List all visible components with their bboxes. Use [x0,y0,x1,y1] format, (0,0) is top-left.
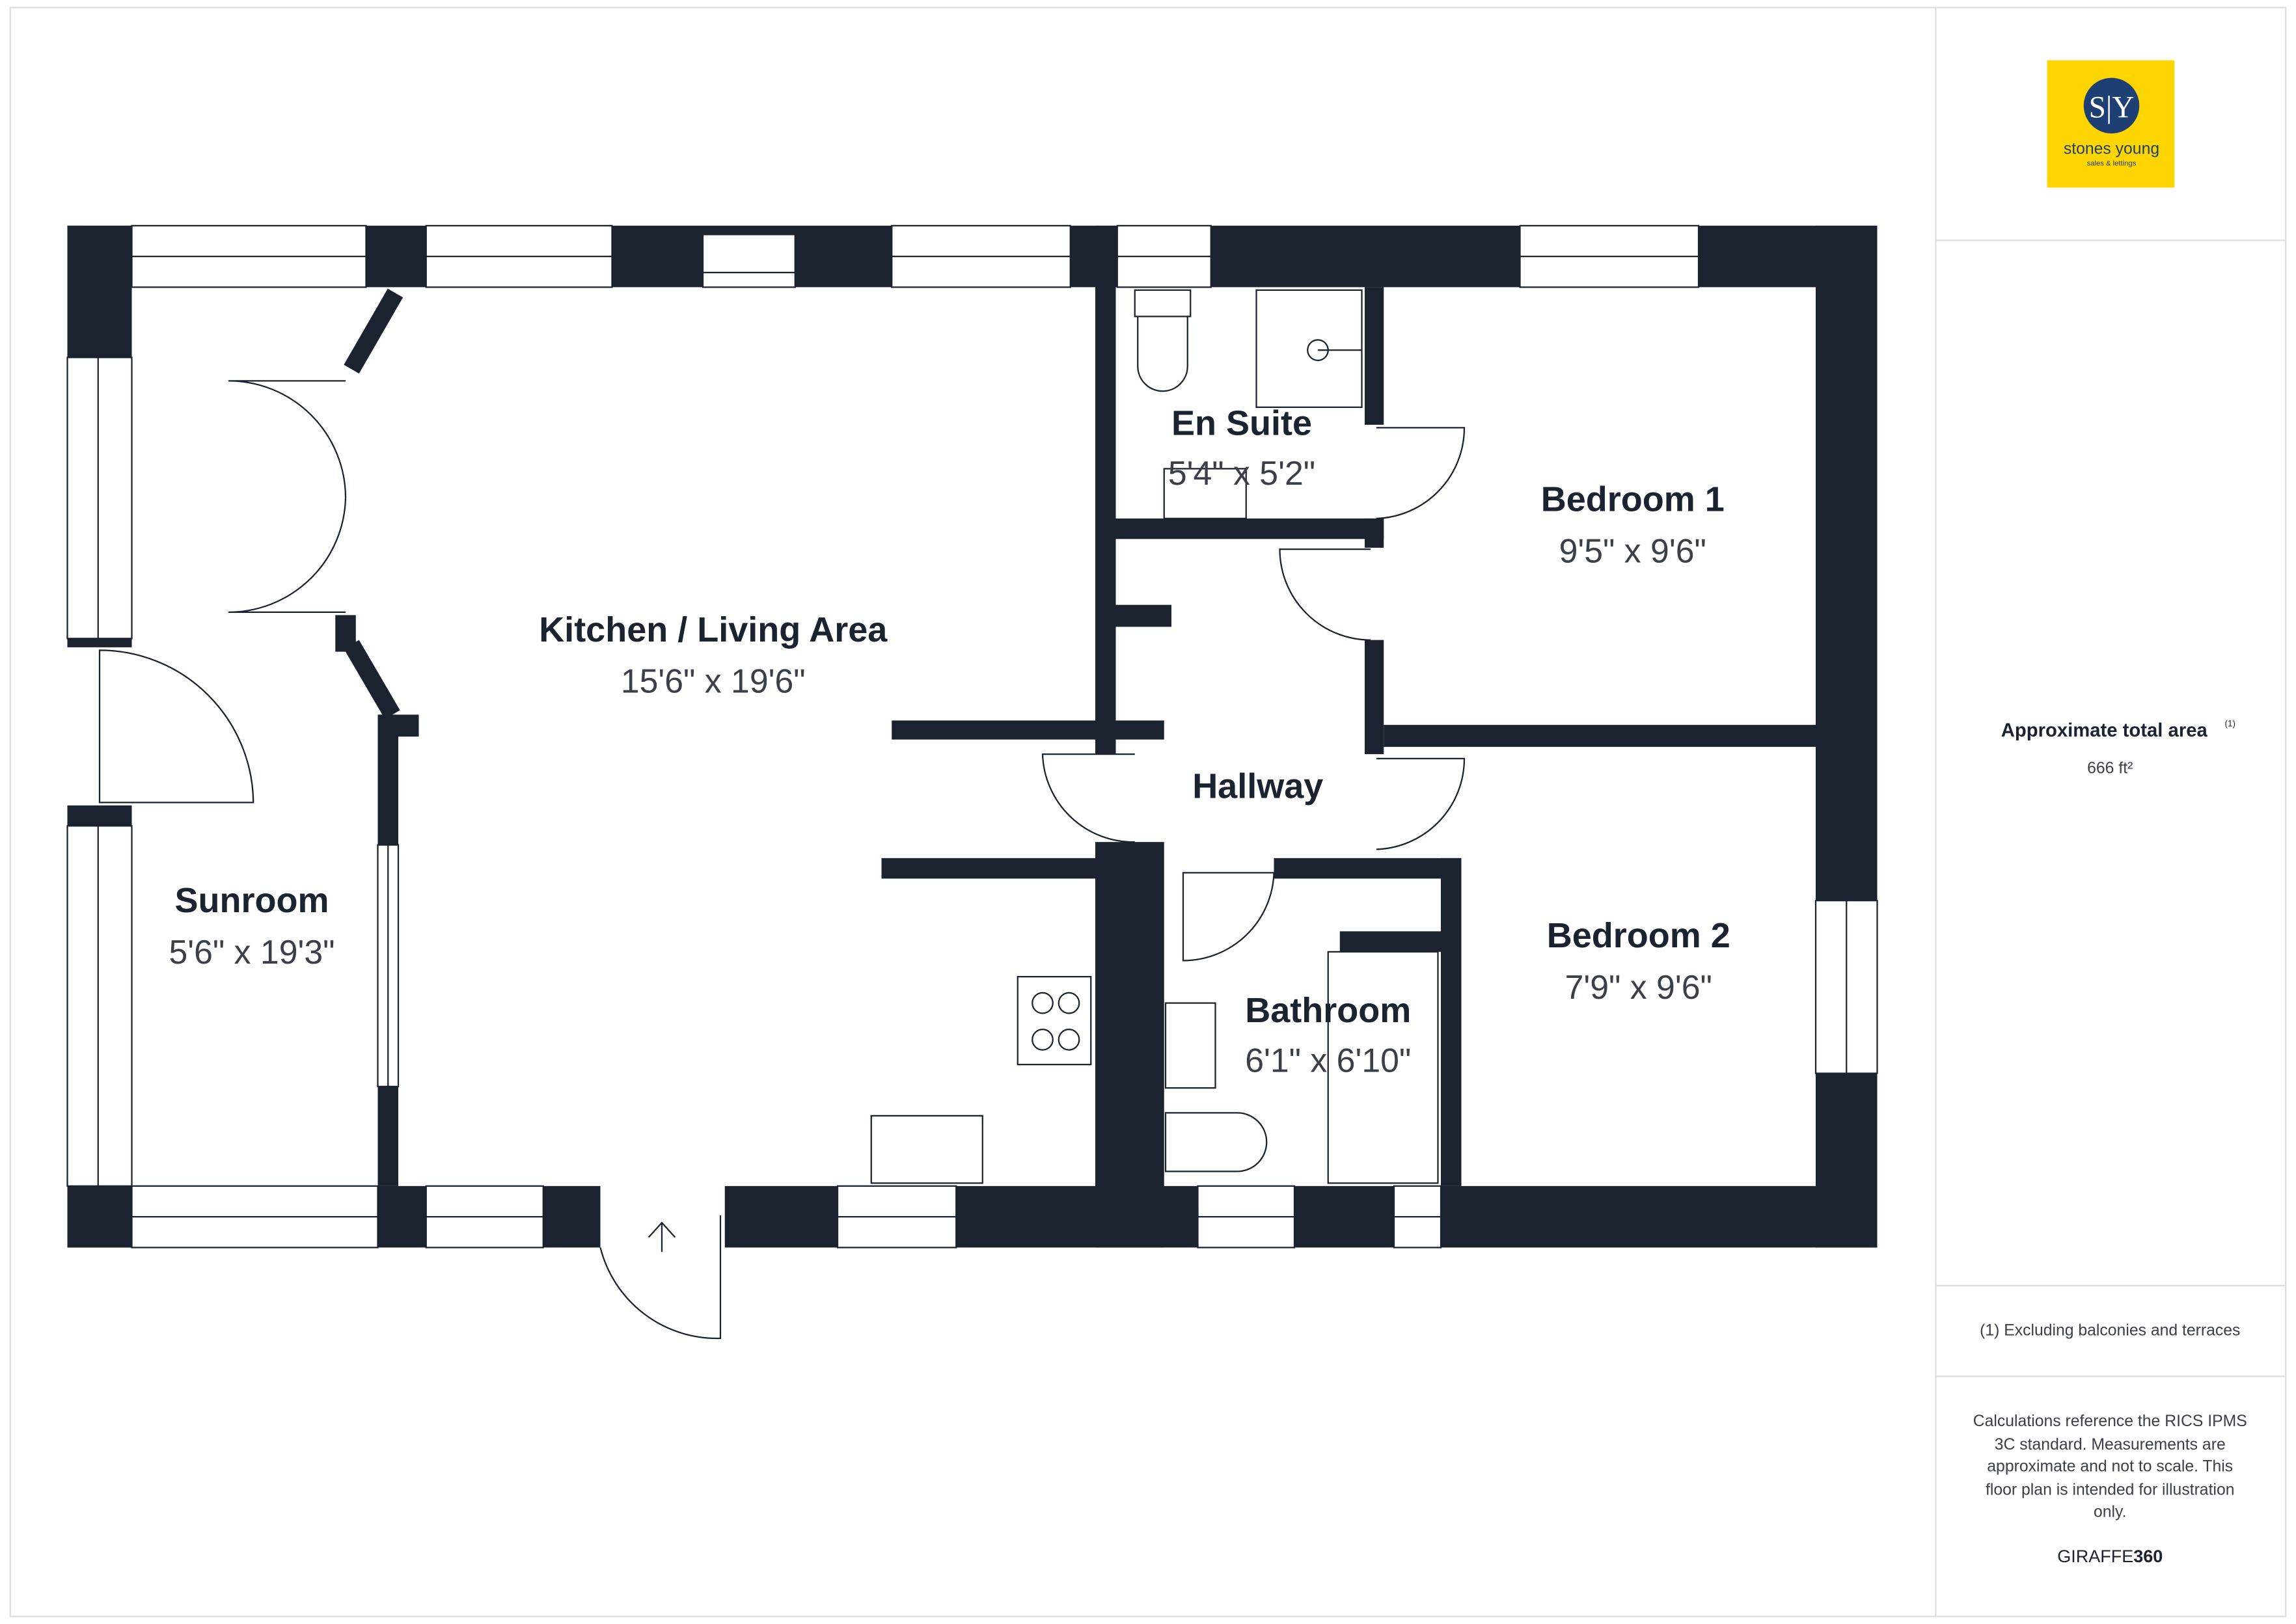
area-value: 666 ft² [2087,759,2133,777]
credit-number: 360 [2133,1547,2163,1566]
room-name: Bedroom 1 [1541,480,1725,519]
area-label: Approximate total area [2001,720,2208,741]
logo-tagline: sales & lettings [2087,160,2137,168]
room-name: En Suite [1171,404,1312,443]
area-footnote-ref: (1) [2225,718,2236,728]
room-name: Bedroom 2 [1547,916,1730,955]
walls [67,225,1878,1248]
room-dims: 5'4" x 5'2" [1168,454,1315,492]
page-border [9,7,2287,1617]
doors [98,380,1466,1340]
footnote: (1) Excluding balconies and terraces [1980,1321,2240,1339]
disclaimer-line: Calculations reference the RICS IPMS [1973,1413,2247,1430]
disclaimer-line: floor plan is intended for illustration [1986,1482,2234,1499]
logo-name: stones young [2064,141,2159,158]
logo-monogram: S|Y [2089,90,2135,124]
room-name: Hallway [1192,767,1323,806]
room-dims: 5'6" x 19'3" [169,933,335,971]
room-dims: 6'1" x 6'10" [1245,1041,1411,1079]
credit-name: GIRAFFE [2057,1547,2133,1566]
fixtures [870,289,1439,1184]
info-panel: Approximate total area (1) 666 ft² (1) E… [1973,718,2247,1566]
giraffe360-credit: GIRAFFE360 [2057,1547,2163,1566]
disclaimer-line: only. [2094,1503,2126,1521]
windows [66,224,1878,1249]
room-name: Kitchen / Living Area [539,610,888,649]
brand-logo: S|Y stones young sales & lettings [2047,60,2175,188]
disclaimer-line: 3C standard. Measurements are [1995,1436,2226,1454]
room-name: Sunroom [175,881,329,920]
room-dims: 7'9" x 9'6" [1565,968,1712,1006]
disclaimer-line: approximate and not to scale. This [1987,1458,2233,1476]
room-dims: 9'5" x 9'6" [1559,532,1706,569]
room-name: Bathroom [1245,991,1411,1030]
room-labels: Sunroom 5'6" x 19'3" Kitchen / Living Ar… [169,404,1730,1079]
room-dims: 15'6" x 19'6" [621,662,806,700]
